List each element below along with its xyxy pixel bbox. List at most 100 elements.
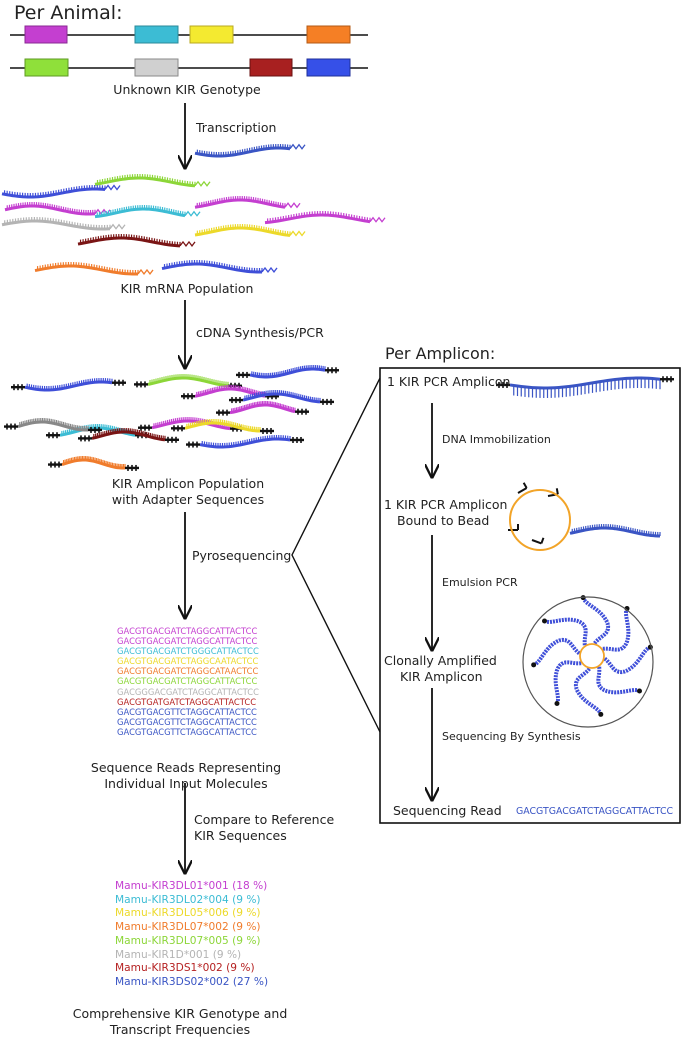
small-bead — [579, 643, 605, 669]
reads-label-1: Sequence Reads Representing — [90, 760, 282, 775]
amp-blue-2 — [236, 365, 339, 379]
mrna-magenta-2 — [4, 202, 111, 216]
clonal-strand — [603, 645, 652, 675]
clonal-adapter — [542, 618, 548, 624]
frequency-list: Mamu-KIR3DL01*001 (18 %)Mamu-KIR3DL02*00… — [115, 880, 268, 990]
result-label-2: Transcript Frequencies — [109, 1022, 251, 1037]
clonal-adapter — [598, 711, 604, 717]
gene-box-green — [24, 58, 69, 77]
per-amplicon-panel — [379, 367, 681, 824]
sequence-read: GACGTGACGTTCTAGGCATTACTCC — [117, 726, 257, 737]
sequencing-read-text: GACGTGACGATCTAGGCATTACTCC — [516, 806, 674, 817]
amp-green — [134, 374, 242, 389]
panel-step3-label-1: Clonally Amplified — [384, 653, 497, 668]
gene-box-yellow — [189, 25, 234, 44]
amp-magenta-2 — [216, 401, 309, 416]
sequence-read: GACGTGACGTTCTAGGCATTACTCC — [117, 716, 257, 727]
sequence-read: GACGTGACGTTCTAGGCATTACTCC — [117, 706, 257, 717]
clonal-strand — [596, 666, 641, 695]
amp-red — [78, 428, 179, 443]
mrna-red — [77, 234, 196, 248]
sequence-read: GACGTGACGATCTGGGCATTACTCC — [117, 646, 259, 657]
allele-frequency: Mamu-KIR3DL07*002 (9 %) — [115, 921, 261, 934]
clonal-adapter — [624, 606, 630, 612]
panel-step1-label: 1 KIR PCR Amplicon — [387, 374, 511, 389]
per-amplicon-title: Per Amplicon: — [385, 344, 496, 363]
gene-box-gray — [134, 58, 179, 77]
panel-step3-label-2: KIR Amplicon — [400, 669, 483, 684]
mrna-green — [94, 174, 211, 188]
sequence-read: GACGTGACGATCTAGGCATTACTCC — [117, 676, 258, 687]
amp-blue-3 — [229, 390, 334, 405]
mrna-magenta-3 — [264, 211, 386, 225]
result-label-1: Comprehensive KIR Genotype and — [72, 1006, 288, 1021]
panel-step2-label-2: Bound to Bead — [397, 513, 490, 528]
compare-label-1: Compare to Reference — [194, 812, 335, 827]
amp-magenta-1 — [181, 385, 279, 400]
mrna-blue-1 — [194, 143, 306, 158]
allele-frequency: Mamu-KIR3DL05*006 (9 %) — [115, 907, 261, 920]
mrna-cyan — [94, 205, 201, 219]
gene-box-magenta — [24, 25, 68, 44]
genotype-label: Unknown KIR Genotype — [113, 82, 261, 97]
gene-box-cyan — [134, 25, 179, 44]
mrna-magenta-1 — [194, 196, 301, 209]
mrna-population — [1, 143, 386, 276]
panel-amplicon-art — [496, 376, 674, 717]
amp-blue-1 — [11, 378, 126, 392]
gene-box-orange — [306, 25, 351, 44]
clonal-strand — [602, 607, 631, 652]
clonal-strand — [573, 667, 603, 716]
genome-haplotypes — [10, 25, 368, 77]
sequence-read: GACGTGACGATCTAGGCATTACTCC — [117, 636, 258, 647]
allele-frequency: Mamu-KIR3DL01*001 (18 %) — [115, 880, 268, 892]
clonal-strand — [532, 637, 581, 667]
compare-label-2: KIR Sequences — [194, 828, 287, 843]
sequence-read: GACGTGACGATCTAGGCATAACTCC — [117, 666, 259, 677]
bead-primer — [531, 537, 545, 545]
allele-frequency: Mamu-KIR3DS1*002 (9 %) — [115, 962, 255, 975]
sequence-read: GACGGGACGATCTAGGCATTACTCC — [117, 686, 259, 697]
mrna-label: KIR mRNA Population — [120, 281, 254, 296]
transcription-label: Transcription — [196, 120, 277, 135]
reads-label-2: Individual Input Molecules — [104, 776, 268, 791]
mrna-orange — [34, 262, 154, 276]
amplicon-population — [4, 365, 339, 471]
pyrosequencing-label: Pyrosequencing — [192, 548, 292, 563]
cdna-label: cDNA Synthesis/PCR — [196, 325, 324, 340]
sequence-read: GACGTGACGATCTAGGCATTACTCC — [117, 626, 258, 636]
per-animal-title: Per Animal: — [14, 2, 123, 24]
gene-box-red — [249, 58, 293, 77]
amplicon-pop-label-1: KIR Amplicon Population — [111, 476, 265, 491]
gene-box-blue — [306, 58, 351, 77]
allele-frequency: Mamu-KIR3DS02*002 (27 %) — [115, 975, 269, 988]
clonal-strand — [543, 617, 588, 646]
clonal-strand — [581, 596, 611, 645]
mrna-blue-3 — [161, 260, 278, 274]
zoom-bracket — [291, 377, 381, 733]
amplicon-pop-label-2: with Adapter Sequences — [111, 492, 265, 507]
panel-step4-label: Sequencing Read — [393, 803, 502, 818]
sequence-read: GACGTGATGATCTAGGCATTACTCC — [117, 696, 257, 707]
clonal-adapter — [636, 688, 642, 694]
sbs-label: Sequencing By Synthesis — [442, 730, 581, 743]
mrna-gray — [1, 217, 126, 231]
emulsion-droplet — [522, 596, 654, 728]
mrna-yellow — [194, 224, 306, 237]
amp-gray — [4, 418, 102, 433]
panel-amplicon-strand — [496, 376, 674, 398]
immobilization-label: DNA Immobilization — [442, 433, 551, 446]
amp-blue-4 — [186, 435, 304, 449]
emulsion-label: Emulsion PCR — [442, 576, 518, 589]
bead — [509, 489, 571, 551]
mrna-blue-2 — [1, 184, 121, 199]
clonal-strand — [553, 660, 582, 705]
allele-frequency: Mamu-KIR3DL02*004 (9 %) — [115, 893, 261, 906]
amp-yellow — [171, 419, 274, 434]
allele-frequency: Mamu-KIR1D*001 (9 %) — [115, 948, 242, 961]
bead-primer — [517, 482, 528, 494]
clonal-adapter — [531, 662, 537, 668]
sequence-read: GACGTGACGATCTAGGCAATACTCC — [117, 656, 259, 667]
